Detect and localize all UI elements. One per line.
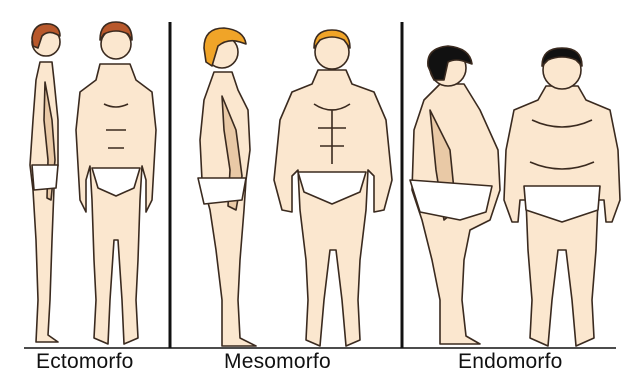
endomorph-front-figure [504,48,620,346]
ectomorph-front-figure [76,22,156,344]
ectomorph-label: Ectomorfo [36,350,134,374]
mesomorph-label: Mesomorfo [224,350,331,374]
ectomorph-side-figure [30,24,60,342]
endomorph-label: Endomorfo [458,350,563,374]
mesomorph-front-figure [274,30,392,346]
endomorph-side-figure [410,46,500,344]
mesomorph-side-figure [198,28,256,346]
